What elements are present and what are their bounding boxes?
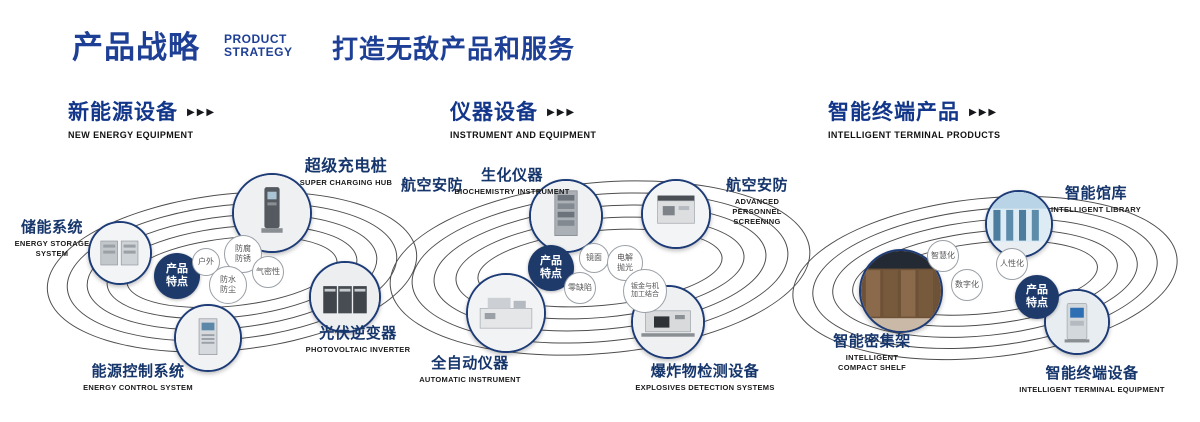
chevron-arrows-icon: ▶▶▶ [547,107,577,118]
feature-bubble-digital: 数字化 [951,269,983,301]
compact-shelf-icon [861,251,941,331]
page-title-en: PRODUCT STRATEGY [224,32,293,60]
section-subtitle: INTELLIGENT TERMINAL PRODUCTS [828,130,1001,140]
chevron-arrows-icon: ▶▶▶ [969,107,999,118]
feature-bubble-airtight: 气密性 [252,256,284,288]
product-photo-terminal-equipment [1044,289,1110,355]
product-photo-pv-inverter [309,261,381,333]
label-pv-inverter: 光伏逆变器 PHOTOVOLTAIC INVERTER [305,325,411,354]
section-title-intelligent-terminal: 智能终端产品 ▶▶▶ INTELLIGENT TERMINAL PRODUCTS [828,96,1000,140]
section-title-new-energy: 新能源设备 ▶▶▶ NEW ENERGY EQUIPMENT [68,96,216,140]
page-title-en-line1: PRODUCT [224,32,287,46]
charging-hub-icon [234,175,310,251]
label-super-charging-hub: 超级充电桩 SUPER CHARGING HUB [299,158,393,187]
personnel-screening-icon [643,181,709,247]
product-photo-super-charging-hub [232,173,312,253]
product-features-badge: 产品特点 [1015,275,1059,319]
label-personnel-screening: 航空安防 ADVANCED PERSONNEL SCREENING [725,177,788,226]
energy-control-icon [176,306,240,370]
label-automatic-instrument: 全自动仪器 AUTOMATIC INSTRUMENT [419,355,521,384]
explosives-detection-icon [633,287,703,357]
feature-bubble-sheet-metal-machining: 钣金与机加工结合 [623,269,667,313]
label-intelligent-library: 智能馆库 INTELLIGENT LIBRARY [1050,185,1142,214]
biochemistry-instrument-icon [531,181,601,251]
page-title: 产品战略 [72,30,200,65]
feature-bubble-humanized: 人性化 [996,248,1028,280]
label-energy-storage: 储能系统 ENERGY STORAGE SYSTEM [14,219,90,258]
pv-inverter-icon [311,263,379,331]
label-biochemistry-instrument: 生化仪器 BIOCHEMISTRY INSTRUMENT [454,167,570,196]
label-compact-shelf: 智能密集架 INTELLIGENT COMPACT SHELF [833,333,911,372]
section-subtitle: INSTRUMENT AND EQUIPMENT [450,130,597,140]
page-title-en-line2: STRATEGY [224,45,293,60]
section-title: 仪器设备 [450,101,538,124]
feature-bubble-zero-defect: 零缺陷 [564,272,596,304]
product-photo-energy-control [174,304,242,372]
product-photo-biochemistry-instrument [529,179,603,253]
feature-bubble-mirror-finish: 镜面 [579,243,609,273]
feature-bubble-outdoor: 户外 [192,248,220,276]
section-title: 新能源设备 [68,101,178,124]
automatic-instrument-icon [468,275,544,351]
product-photo-compact-shelf [859,249,943,333]
label-aviation-security-left: 航空安防 [400,177,464,194]
tagline: 打造无敌产品和服务 [332,34,576,64]
label-terminal-equipment: 智能终端设备 INTELLIGENT TERMINAL EQUIPMENT [1019,365,1165,394]
product-photo-intelligent-library [985,190,1053,258]
feature-bubble-smart: 智慧化 [927,240,959,272]
chevron-arrows-icon: ▶▶▶ [187,107,217,118]
label-energy-control: 能源控制系统 ENERGY CONTROL SYSTEM [83,363,193,392]
product-photo-personnel-screening [641,179,711,249]
feature-bubble-waterproof: 防水防尘 [209,266,247,304]
label-explosives-detection: 爆炸物检测设备 EXPLOSIVES DETECTION SYSTEMS [635,363,775,392]
section-title-instruments: 仪器设备 ▶▶▶ INSTRUMENT AND EQUIPMENT [450,96,596,140]
energy-storage-icon [90,223,150,283]
product-photo-automatic-instrument [466,273,546,353]
product-photo-energy-storage [88,221,152,285]
section-subtitle: NEW ENERGY EQUIPMENT [68,130,194,140]
section-title: 智能终端产品 [828,101,960,124]
intelligent-library-icon [987,192,1051,256]
product-photo-explosives-detection [631,285,705,359]
